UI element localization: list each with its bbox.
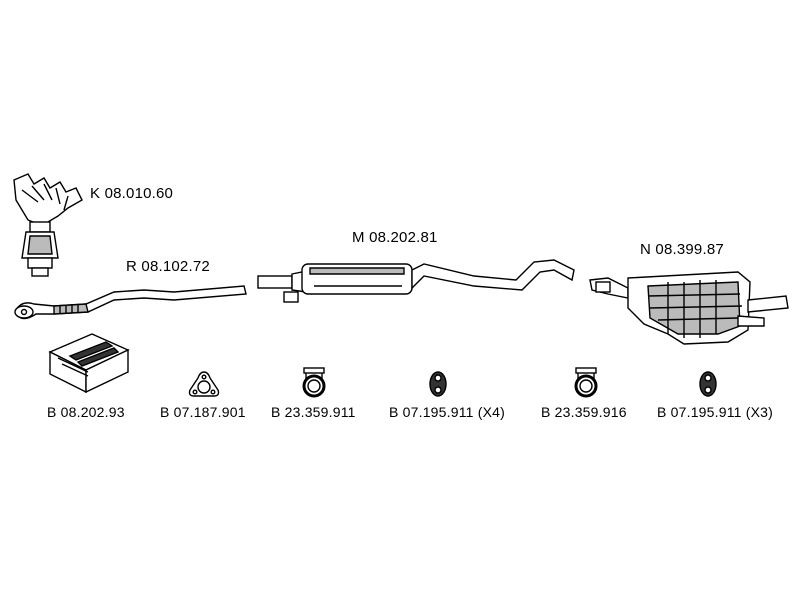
middle-silencer-icon	[257, 259, 575, 303]
accessory-label-6: B 07.195.911 (X3)	[657, 404, 773, 420]
accessory-label-1: B 08.202.93	[47, 404, 125, 420]
mounting-kit-box-icon	[48, 333, 130, 394]
front-pipe-icon	[14, 285, 247, 320]
accessory-label-3: B 23.359.911	[271, 404, 356, 420]
pipe-clamp-icon	[574, 367, 598, 398]
manifold-label: K 08.010.60	[90, 185, 174, 202]
rear-silencer-label: N 08.399.87	[640, 241, 724, 258]
pipe-clamp-icon	[302, 367, 326, 398]
middle-silencer-label: M 08.202.81	[352, 229, 438, 246]
rubber-hanger-icon	[699, 371, 717, 397]
front-pipe-label: R 08.102.72	[126, 258, 210, 275]
accessory-label-2: B 07.187.901	[160, 404, 246, 420]
triangular-gasket-icon	[188, 371, 220, 397]
manifold-catalyst-icon	[13, 173, 83, 277]
rubber-hanger-icon	[429, 371, 447, 397]
accessory-label-4: B 07.195.911 (X4)	[389, 404, 505, 420]
accessory-label-5: B 23.359.916	[541, 404, 627, 420]
rear-silencer-icon	[589, 271, 789, 345]
